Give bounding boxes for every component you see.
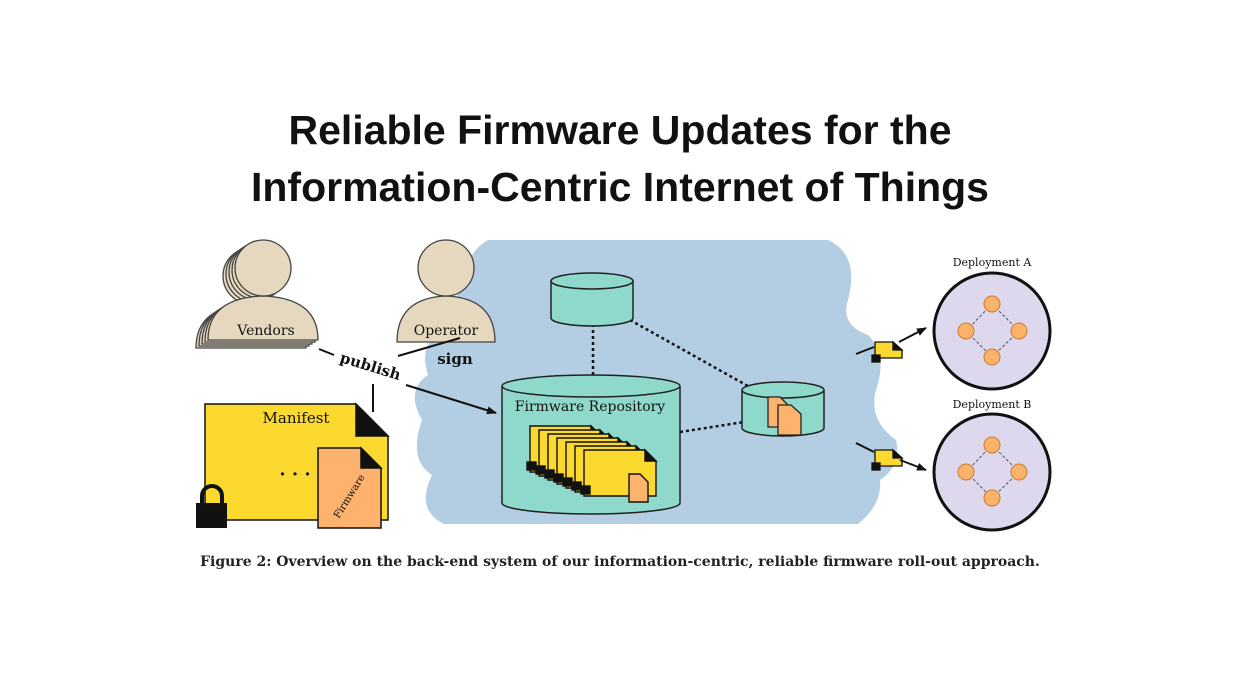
deployment-a-node bbox=[983, 348, 1001, 366]
deployment-b-node bbox=[983, 489, 1001, 507]
publish-label: publish bbox=[338, 348, 403, 384]
deployment-b-circle bbox=[932, 412, 1052, 532]
deployment-b-node bbox=[957, 463, 975, 481]
cache-cylinder bbox=[741, 381, 825, 437]
vendors-label: Vendors bbox=[236, 323, 294, 339]
repository-label: Firmware Repository bbox=[515, 399, 666, 415]
page-title-line-1: Reliable Firmware Updates for the bbox=[288, 107, 952, 153]
vendors-group-icon bbox=[195, 239, 319, 349]
outgoing-manifest-icon-a bbox=[871, 340, 904, 363]
deployment-b-label: Deployment B bbox=[953, 398, 1032, 411]
link-repository-to-cache bbox=[679, 420, 745, 434]
deployment-a-label: Deployment A bbox=[953, 256, 1033, 269]
arrow-to-deployment-a-head bbox=[898, 327, 927, 343]
deployment-a-node bbox=[1010, 322, 1028, 340]
manifest-ellipsis: · · · bbox=[279, 464, 310, 485]
manifest-label: Manifest bbox=[263, 409, 330, 427]
operator-label: Operator bbox=[414, 323, 479, 339]
deployment-a-node bbox=[957, 322, 975, 340]
deployment-b-node bbox=[983, 436, 1001, 454]
operator-sign-line bbox=[397, 337, 461, 357]
arrow-to-deployment-b-head bbox=[899, 459, 927, 471]
manifest-stack bbox=[526, 424, 658, 503]
deployment-b-node bbox=[1010, 463, 1028, 481]
page-title-line-2: Information-Centric Internet of Things bbox=[251, 164, 989, 210]
arrow-to-deployment-a bbox=[855, 346, 875, 355]
top-storage-cylinder bbox=[550, 272, 634, 327]
cached-firmware-icon bbox=[767, 396, 802, 436]
vendors-publish-line bbox=[318, 348, 335, 356]
firmware-document-icon bbox=[317, 446, 383, 529]
operator-icon bbox=[396, 239, 496, 343]
outgoing-manifest-icon-b bbox=[871, 448, 904, 471]
publish-arrow bbox=[405, 384, 497, 415]
figure-caption: Figure 2: Overview on the back-end syste… bbox=[200, 554, 1040, 570]
sign-label: sign bbox=[437, 350, 473, 368]
deployment-a-circle bbox=[932, 271, 1052, 391]
lock-icon bbox=[196, 484, 227, 528]
arrow-to-deployment-b bbox=[855, 442, 875, 453]
deployment-a-node bbox=[983, 295, 1001, 313]
